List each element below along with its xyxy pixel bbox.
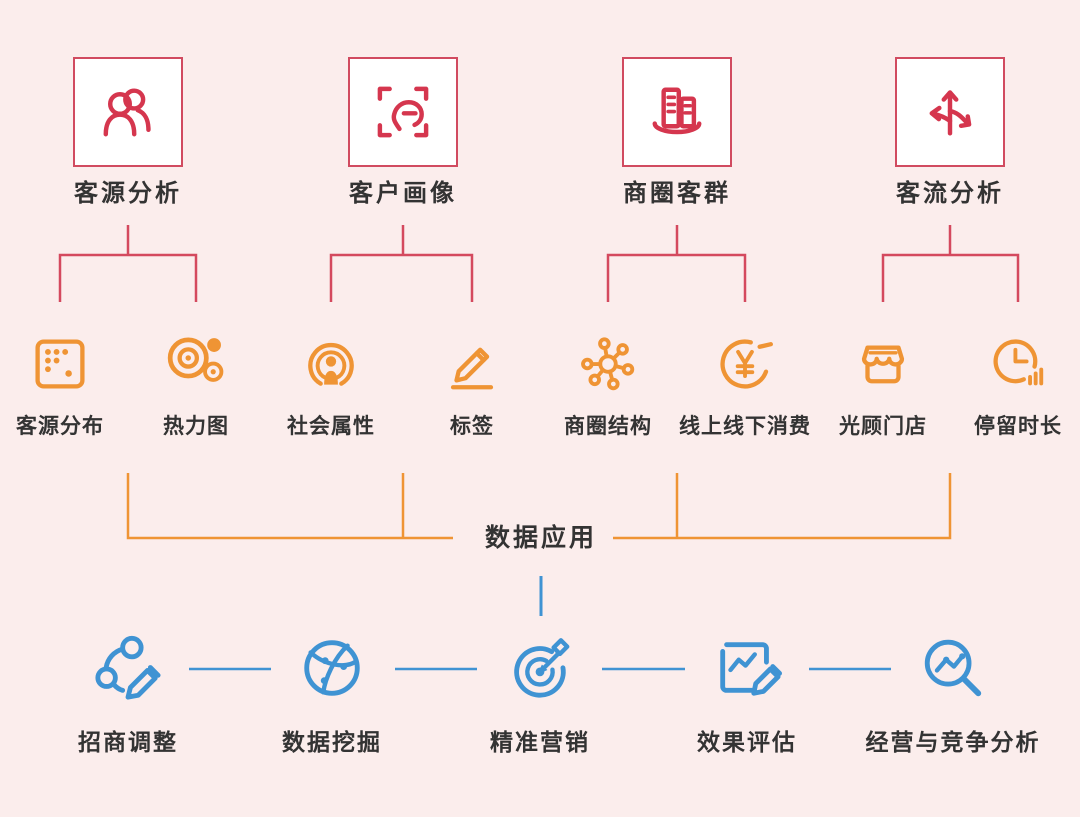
person-broadcast-icon (308, 343, 354, 386)
top-group-label-2: 客户画像 (349, 180, 457, 207)
branch-arrows-icon (929, 90, 972, 136)
target-dart-icon (514, 638, 570, 698)
middle-item-label-2: 热力图 (163, 415, 229, 438)
bottom-item-label-4: 效果评估 (697, 729, 797, 755)
people-icon (103, 88, 151, 137)
bottom-item-label-3: 精准营销 (490, 729, 590, 755)
middle-item-label-3: 社会属性 (287, 415, 375, 438)
red-bracket-group3 (606, 225, 747, 302)
red-connectors (58, 225, 1020, 302)
middle-item-label-4: 标签 (450, 415, 494, 438)
middle-item-label-1: 客源分布 (16, 415, 104, 438)
hub-label: 数据应用 (484, 524, 597, 552)
hub-network-icon (581, 337, 635, 391)
middle-item-label-8: 停留时长 (974, 415, 1062, 438)
orange-bracket-left (126, 473, 453, 540)
circles-pencil-icon (95, 635, 161, 700)
face-scan-icon (377, 86, 429, 138)
orange-bracket-right (613, 473, 952, 540)
bottom-item-label-5: 经营与竞争分析 (865, 729, 1041, 755)
globe-network-icon (304, 640, 360, 696)
red-bracket-group1 (58, 225, 198, 302)
red-bracket-group2 (329, 225, 474, 302)
bottom-item-label-2: 数据挖掘 (282, 729, 382, 755)
top-group-box-4 (895, 57, 1005, 167)
storefront-icon (861, 345, 905, 384)
chart-edit-icon (720, 642, 782, 696)
top-group-label-3: 商圈客群 (623, 180, 731, 207)
magnifier-trend-icon (924, 639, 982, 697)
middle-item-label-5: 商圈结构 (564, 415, 652, 438)
buildings-icon (652, 87, 702, 135)
clock-stats-icon (993, 339, 1044, 386)
top-group-label-4: 客流分析 (896, 180, 1004, 207)
bottom-item-label-1: 招商调整 (78, 729, 178, 755)
orange-connectors (126, 473, 952, 540)
top-group-box-1 (73, 57, 183, 167)
heatmap-rings-icon (167, 337, 224, 382)
blue-connectors (189, 576, 891, 671)
yuan-circle-icon (720, 339, 773, 389)
red-bracket-group4 (881, 225, 1020, 302)
dots-grid-icon (35, 339, 85, 389)
middle-item-label-6: 线上线下消费 (679, 415, 811, 438)
top-group-box-3 (622, 57, 732, 167)
top-group-label-1: 客源分析 (74, 180, 182, 207)
middle-item-label-7: 光顾门店 (839, 415, 927, 438)
top-group-box-2 (348, 57, 458, 167)
pencil-tag-icon (450, 347, 494, 390)
